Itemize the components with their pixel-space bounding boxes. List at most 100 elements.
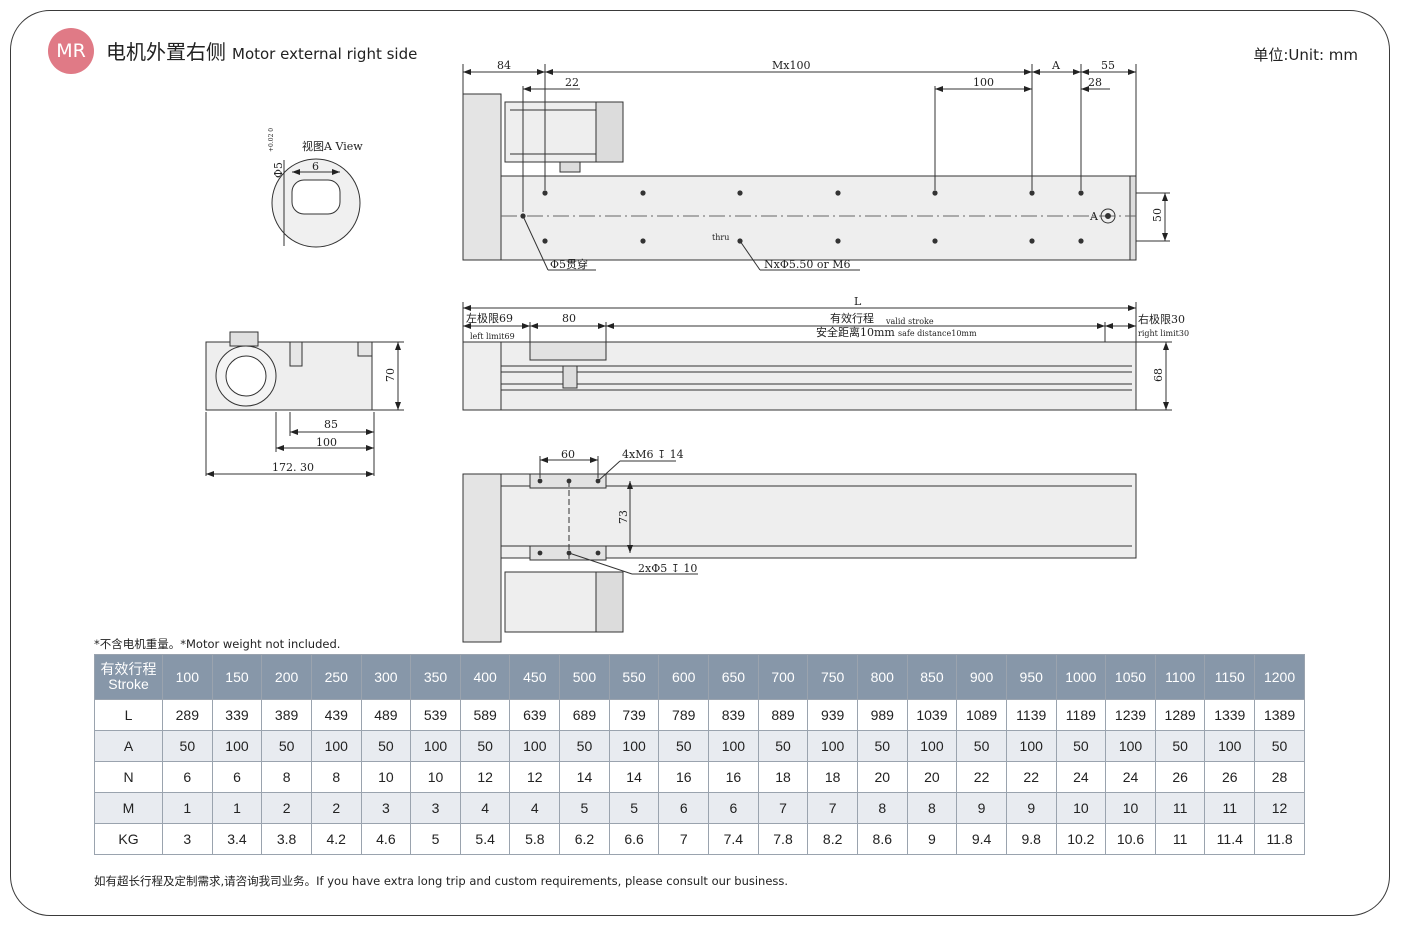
table-cell: 489	[360, 699, 412, 731]
table-cell: 3	[410, 792, 461, 824]
header-stroke-value: 1200	[1254, 654, 1305, 700]
valid-stroke-cn: 有效行程	[830, 311, 874, 325]
table-cell: 100	[906, 730, 958, 762]
table-cell: 50	[261, 730, 312, 762]
table-cell: 22	[1005, 761, 1057, 793]
table-cell: 4.2	[310, 823, 362, 855]
safe-cn: 安全距离10mm	[816, 325, 895, 339]
bottom-view	[462, 456, 1137, 643]
dim-85: 85	[324, 418, 338, 431]
header-stroke-value: 1100	[1154, 654, 1206, 700]
table-cell: 16	[708, 761, 759, 793]
table-cell: 1189	[1055, 699, 1107, 731]
header-stroke: 有效行程 Stroke	[94, 654, 163, 700]
table-cell: 339	[211, 699, 263, 731]
table-cell: 10.6	[1105, 823, 1156, 855]
table-cell: 100	[1005, 730, 1057, 762]
top-view-labels: 84 22 Mx100 A 55 100 28 50 A thru Φ5贯穿 N…	[497, 59, 1164, 271]
dim-84: 84	[497, 59, 511, 72]
table-cell: 5	[410, 823, 461, 855]
view-a-dim-6: 6	[312, 160, 319, 173]
table-cell: 9.8	[1005, 823, 1057, 855]
header-stroke-value: 300	[360, 654, 412, 700]
table-cell: 50	[956, 730, 1007, 762]
header-stroke-en: Stroke	[108, 676, 149, 692]
table-cell: 100	[1204, 730, 1256, 762]
header-stroke-value: 500	[559, 654, 610, 700]
table-cell: 1289	[1154, 699, 1206, 731]
header-stroke-value: 600	[658, 654, 710, 700]
table-cell: 9	[956, 792, 1007, 824]
table-cell: 50	[658, 730, 710, 762]
thru-label: thru	[712, 233, 729, 242]
weight-note: *不含电机重量。*Motor weight not included.	[94, 637, 341, 651]
table-cell: 100	[608, 730, 660, 762]
end-view	[205, 331, 404, 477]
table-cell: 50	[162, 730, 213, 762]
header-stroke-value: 350	[410, 654, 461, 700]
table-cell: 22	[956, 761, 1007, 793]
table-cell: 5	[559, 792, 610, 824]
dim-80: 80	[562, 312, 576, 325]
table-cell: 4.6	[360, 823, 412, 855]
table-cell: 50	[757, 730, 809, 762]
dim-60: 60	[561, 448, 575, 461]
side-view-labels: L 左极限69 left limit69 80 有效行程 valid strok…	[466, 295, 1189, 382]
title-cn: 电机外置右侧	[106, 40, 226, 64]
bottom-view-labels: 60 4xM6 ↧ 14 73 2xΦ5 ↧ 10	[561, 448, 697, 575]
table-cell: 1039	[906, 699, 958, 731]
valid-stroke-en: valid stroke	[885, 317, 934, 326]
table-cell: 8	[906, 792, 958, 824]
table-cell: 10	[1055, 792, 1107, 824]
side-view	[462, 302, 1172, 411]
header-stroke-value: 1050	[1105, 654, 1156, 700]
dim-73: 73	[617, 510, 630, 524]
left-limit-en: left limit69	[470, 332, 515, 341]
table-cell: 5	[608, 792, 660, 824]
table-cell: 16	[658, 761, 710, 793]
row-label: N	[94, 761, 163, 793]
row-label: KG	[94, 823, 163, 855]
table-cell: 789	[658, 699, 710, 731]
header-stroke-value: 1000	[1055, 654, 1107, 700]
rail-body	[500, 175, 1137, 261]
table-cell: 7.8	[757, 823, 809, 855]
technical-drawing: 84 22 Mx100 A 55 100 28 50 A thru Φ5贯穿 N…	[205, 59, 1189, 643]
label-a: A	[1089, 210, 1099, 223]
table-cell: 1089	[956, 699, 1007, 731]
header-stroke-value: 1150	[1204, 654, 1256, 700]
header-stroke-value: 200	[261, 654, 312, 700]
table-cell: 10	[360, 761, 412, 793]
table-cell: 6.2	[559, 823, 610, 855]
table-cell: 7	[757, 792, 809, 824]
safe-en: safe distance10mm	[898, 329, 977, 338]
dim-172-30: 172. 30	[272, 461, 314, 474]
table-cell: 28	[1254, 761, 1305, 793]
view-a-labels: 视图A View Φ5 +0.02 0 6	[268, 128, 363, 178]
table-cell: 10	[1105, 792, 1156, 824]
table-cell: 6	[708, 792, 759, 824]
table-cell: 2	[261, 792, 312, 824]
view-a	[271, 158, 361, 248]
header-stroke-value: 400	[459, 654, 511, 700]
table-cell: 289	[162, 699, 213, 731]
row-label: A	[94, 730, 163, 762]
table-cell: 639	[509, 699, 561, 731]
table-cell: 389	[261, 699, 312, 731]
table-cell: 8	[856, 792, 908, 824]
series-badge: MR	[48, 28, 94, 74]
table-cell: 18	[807, 761, 858, 793]
header-stroke-value: 550	[608, 654, 660, 700]
dim-mx100: Mx100	[772, 59, 810, 72]
header-stroke-value: 250	[310, 654, 362, 700]
hole-callout: Φ5贯穿	[550, 257, 588, 271]
table-cell: 539	[410, 699, 461, 731]
table-cell: 100	[211, 730, 263, 762]
row-label: M	[94, 792, 163, 824]
table-cell: 11	[1154, 823, 1206, 855]
